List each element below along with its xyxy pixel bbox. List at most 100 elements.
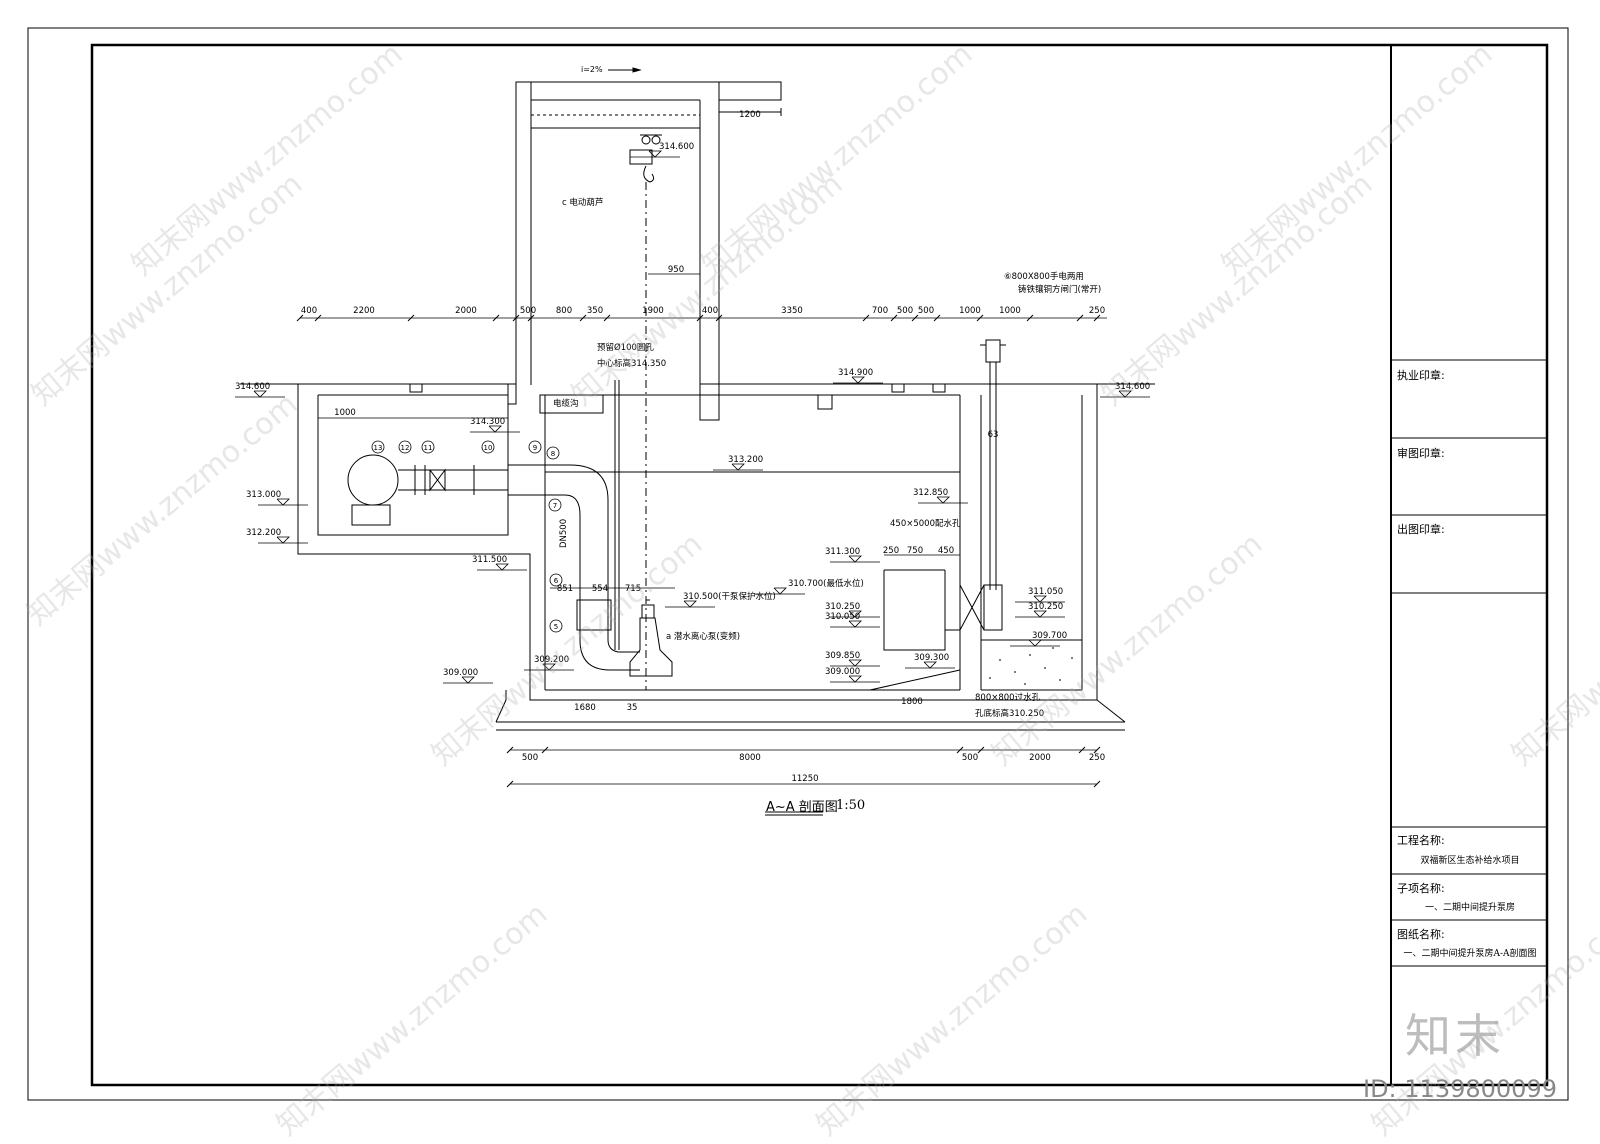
dim-tick	[1093, 746, 1101, 754]
elevation-triangle	[1033, 610, 1047, 618]
valve-chamber-pipes	[347, 454, 545, 526]
elevation-triangle	[488, 425, 502, 433]
inner-border	[90, 43, 1549, 1087]
dim-950: 950	[668, 265, 684, 275]
stamp-practice-label: 执业印章:	[1397, 369, 1445, 382]
dim-tick	[527, 314, 535, 322]
dim-tick	[1076, 314, 1084, 322]
dim-top-11: 500	[918, 306, 934, 316]
dim-top-0: 400	[301, 306, 317, 316]
callout-bubble	[421, 440, 435, 454]
elevation-e310500: 310.500(干泵保护水位)	[683, 591, 776, 602]
opening-label-2: 孔底标高310.250	[975, 708, 1044, 719]
elevation-triangle	[1118, 390, 1132, 398]
dim-tick	[296, 314, 304, 322]
callout-bubble	[371, 440, 385, 454]
elevation-triangle	[276, 498, 290, 506]
dim-554: 554	[592, 584, 608, 594]
dim-35: 35	[627, 703, 638, 713]
elevation-e312850: 312.850	[913, 488, 948, 498]
dim-450: 450	[938, 546, 954, 556]
dim-tick	[1093, 780, 1101, 788]
dim-tick	[506, 746, 514, 754]
elevation-triangle	[936, 496, 950, 504]
sub-item-label: 子项名称:	[1397, 882, 1445, 895]
elevation-triangle	[923, 661, 937, 669]
dim-1200: 1200	[739, 110, 761, 120]
callout-bubble	[398, 440, 412, 454]
elevation-e312200: 312.200	[246, 528, 281, 538]
callout-bubble	[548, 498, 562, 512]
elevation-triangle	[1033, 595, 1047, 603]
callout-5: 5	[554, 623, 558, 631]
dim-top-13: 1000	[999, 306, 1021, 316]
callout-10: 10	[484, 444, 493, 452]
callout-13: 13	[374, 444, 383, 452]
dim-tick	[715, 314, 723, 322]
elevation-e314600_left: 314.600	[235, 382, 270, 392]
dim-top-5: 350	[587, 306, 603, 316]
crane-tower	[515, 67, 782, 421]
hole-label-1: 预留Ø100圆孔	[597, 342, 654, 353]
dim-tick	[541, 746, 549, 754]
opening-label-1: 800×800过水孔	[975, 692, 1041, 703]
gravel-fill	[989, 647, 1073, 685]
dim-tick	[1093, 314, 1101, 322]
drawing-name-label: 图纸名称:	[1397, 928, 1445, 941]
dim-top-14: 250	[1089, 306, 1105, 316]
dim-tick	[977, 746, 985, 754]
dim-tick	[890, 314, 898, 322]
gate-label-2: 铸铁镶铜方闸门(常开)	[1018, 284, 1101, 295]
structure-walls	[240, 383, 1155, 731]
gate-label-1: ⑥800X800手电两用	[1004, 271, 1084, 282]
elevation-e311500: 311.500	[472, 555, 507, 565]
dim-1800: 1800	[901, 697, 923, 707]
hoist-icon	[629, 134, 662, 690]
elevation-triangle	[851, 376, 865, 384]
elevation-triangle	[1028, 639, 1042, 647]
dim-tick	[862, 314, 870, 322]
dim-bottom-2: 500	[962, 753, 978, 763]
dim-top-12: 1000	[959, 306, 981, 316]
dim-bottom-1: 8000	[739, 753, 761, 763]
dim-top-2: 2000	[455, 306, 477, 316]
dim-tick	[579, 314, 587, 322]
dim-tick	[512, 314, 520, 322]
dim-715: 715	[625, 584, 641, 594]
project-name-value: 双福新区生态补给水项目	[1420, 856, 1520, 866]
dim-bottom-0: 500	[522, 753, 538, 763]
callout-bubble	[549, 573, 563, 587]
dimension-ticks	[296, 314, 1101, 788]
elevation-triangle	[731, 463, 745, 471]
dim-tick	[976, 314, 984, 322]
elevation-e311300: 311.300	[825, 547, 860, 557]
drawing-name-value: 一、二期中间提升泵房A-A剖面图	[1403, 949, 1537, 959]
dim-tick	[696, 314, 704, 322]
dim-top-9: 700	[872, 306, 888, 316]
elevation-triangle	[848, 555, 862, 563]
elevation-e313000: 313.000	[246, 490, 281, 500]
dim-tick	[603, 314, 611, 322]
dim-top-10: 500	[897, 306, 913, 316]
dim-63: 63	[988, 430, 999, 440]
title-block-rows	[1391, 359, 1547, 967]
dim-tick	[492, 314, 500, 322]
dim-851: 851	[557, 584, 573, 594]
hoist-label: c 电动葫芦	[562, 197, 603, 208]
dim-top-1: 2200	[353, 306, 375, 316]
dim-total: 11250	[791, 774, 818, 784]
dim-tick	[956, 746, 964, 754]
elevation-e309300: 309.300	[914, 653, 949, 663]
elevation-triangle	[848, 610, 862, 618]
elevation-markers	[235, 150, 1150, 684]
callout-bubble	[546, 446, 560, 460]
gate-icon	[959, 339, 1006, 631]
elevation-e314600_crane: 314.600	[659, 142, 694, 152]
callout-7: 7	[553, 502, 557, 510]
dim-top-3: 500	[520, 306, 536, 316]
elevation-e309200: 309.200	[534, 655, 569, 665]
elevation-triangle	[848, 675, 862, 683]
dim-250: 250	[883, 546, 899, 556]
callout-bubble	[481, 440, 495, 454]
